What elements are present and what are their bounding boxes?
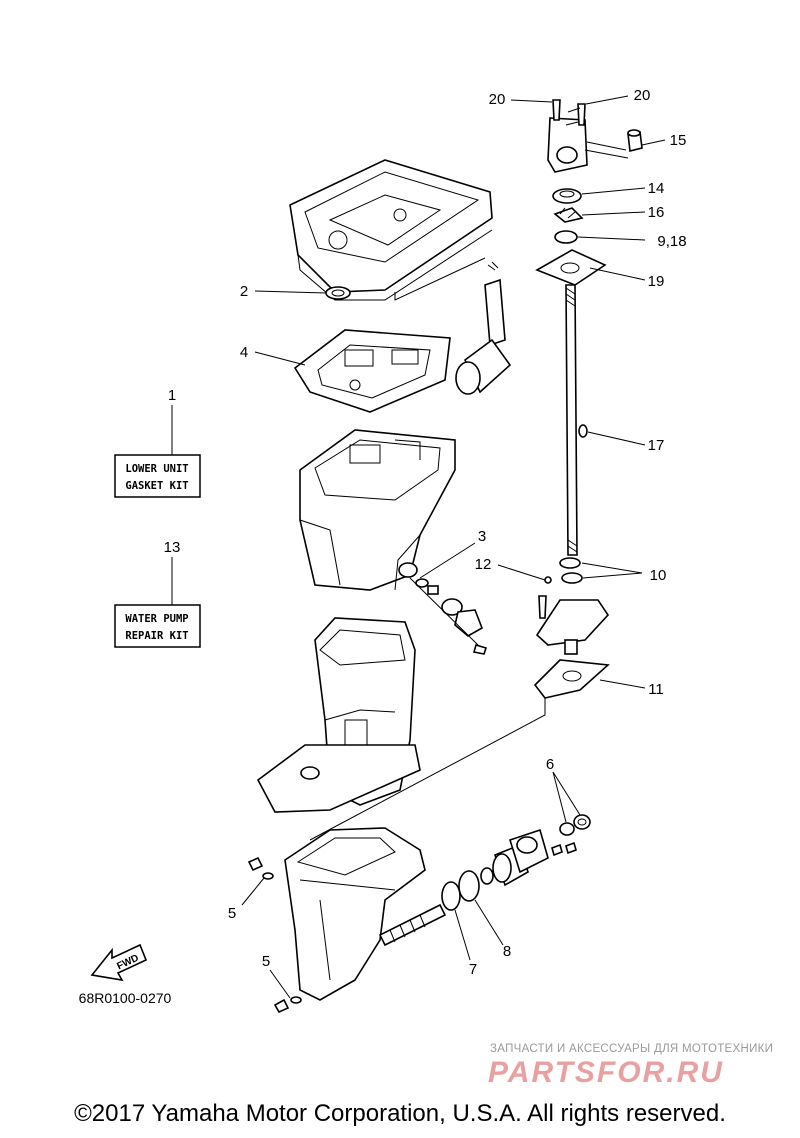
label-part-15: 15 [670, 132, 687, 149]
label-part-5-lower: 5 [262, 953, 270, 970]
label-part-6: 6 [546, 756, 554, 773]
drive-shaft-housing [256, 617, 421, 813]
watermark-logo: PARTSFOR.RU [488, 1056, 724, 1089]
label-part-1: 1 [168, 387, 176, 404]
label-part-13: 13 [164, 539, 181, 556]
oil-strainer [394, 257, 512, 395]
water-pump-assembly [309, 99, 643, 841]
part-number-labels: 1 2 3 4 5 5 6 7 8 9,18 10 11 12 13 14 15… [164, 87, 687, 978]
copyright-notice: ©2017 Yamaha Motor Corporation, U.S.A. A… [74, 1100, 726, 1127]
label-part-9-18: 9,18 [657, 233, 686, 250]
label-part-14: 14 [648, 180, 665, 197]
label-part-10: 10 [650, 567, 667, 584]
label-part-16: 16 [648, 204, 665, 221]
fwd-arrow-icon: FWD [90, 943, 148, 982]
gear-case [284, 827, 447, 1001]
label-part-11: 11 [648, 681, 664, 698]
upper-casing-top [289, 159, 493, 301]
part-2-oil-seal [325, 286, 351, 300]
water-pump-kit-line1: WATER PUMP [125, 613, 188, 625]
propeller-shaft-housing [480, 828, 577, 887]
label-part-7: 7 [469, 961, 477, 978]
watermark-tagline: ЗАПЧАСТИ И АКСЕССУАРЫ ДЛЯ МОТОТЕХНИКИ [490, 1043, 774, 1055]
part-8-o-ring [458, 870, 480, 902]
part-6-oil-seals [559, 814, 591, 836]
label-part-19: 19 [648, 273, 665, 290]
water-pump-kit-line2: REPAIR KIT [125, 630, 188, 642]
label-part-12: 12 [475, 556, 492, 573]
label-part-4: 4 [240, 344, 248, 361]
lower-unit-gasket-kit-box: LOWER UNIT GASKET KIT [114, 454, 201, 498]
label-part-20-right: 20 [634, 87, 651, 104]
label-part-20-left: 20 [489, 91, 506, 108]
part-7-o-ring [441, 881, 461, 911]
label-part-17: 17 [648, 437, 665, 454]
label-part-3: 3 [478, 528, 486, 545]
drive-shaft-housing-upper [299, 429, 456, 591]
lower-unit-kit-line1: LOWER UNIT [125, 463, 188, 475]
diagram-code: 68R0100-0270 [79, 990, 172, 1006]
part-3-thermostat-assembly [409, 577, 488, 655]
leader-lines [171, 95, 666, 999]
part-5-plug-upper [247, 856, 274, 880]
label-part-2: 2 [240, 283, 248, 300]
lower-unit-kit-line2: GASKET KIT [125, 480, 188, 492]
label-part-8: 8 [503, 943, 511, 960]
label-part-5-upper: 5 [228, 905, 236, 922]
part-5-plug-lower [273, 996, 302, 1014]
water-pump-repair-kit-box: WATER PUMP REPAIR KIT [114, 604, 201, 648]
part-4-gasket [293, 329, 451, 413]
